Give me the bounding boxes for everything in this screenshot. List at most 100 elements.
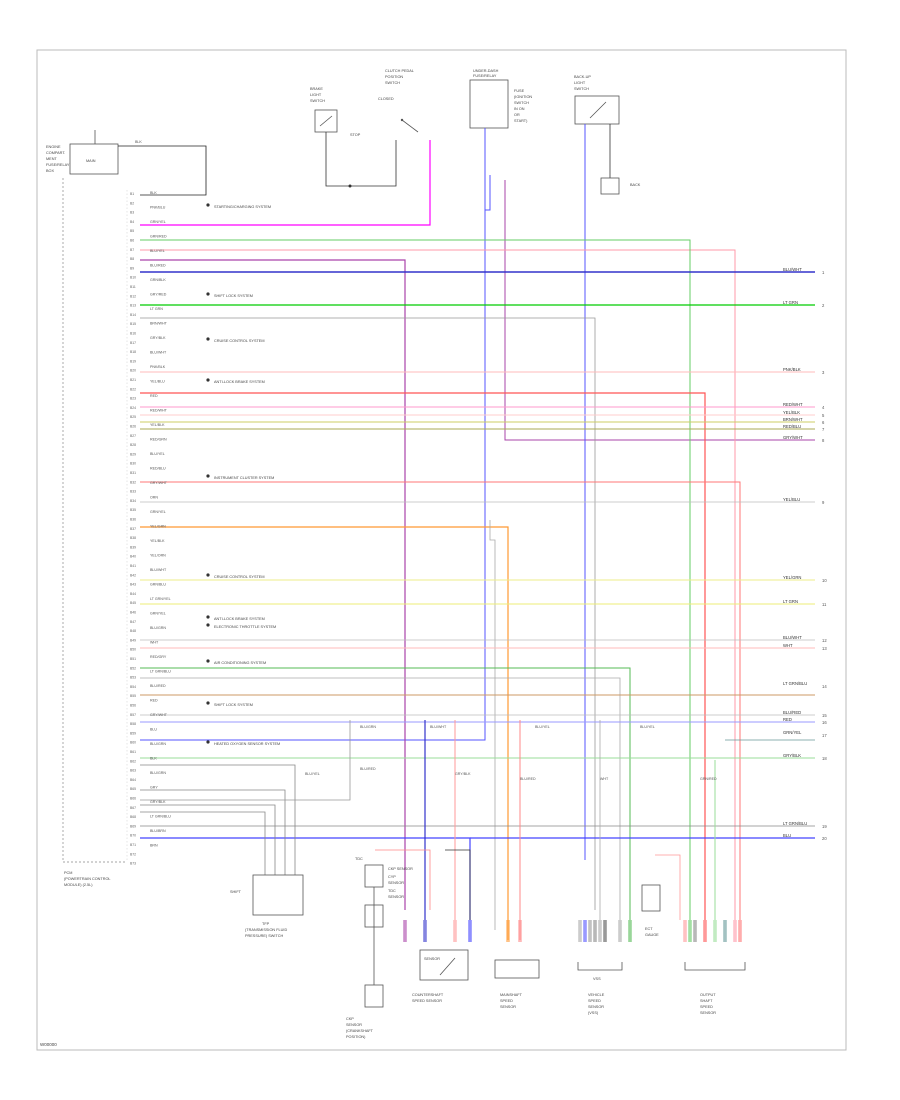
ecm-pin: B51 (130, 657, 136, 661)
ecm-pin: B29 (130, 452, 136, 456)
connector-stub (588, 920, 592, 942)
mainshaft-sensor: MAINSHAFT SPEED SENSOR (494, 959, 540, 1009)
ecm-label-3: MODULE) (2.5L) (64, 883, 93, 887)
connector-stub (598, 920, 602, 942)
ecm-pin: B40 (130, 555, 136, 559)
continuation-label: GRN/YEL (783, 730, 802, 735)
continuation-number: 5 (822, 413, 825, 418)
continuation-label: GRY/WHT (783, 435, 803, 440)
continuation-number: 16 (822, 720, 827, 725)
wire-color-label: BLU/RED (150, 264, 166, 268)
connector-stub (713, 920, 717, 942)
ecm-pin: B5 (130, 229, 134, 233)
ecm-pin: B15 (130, 322, 136, 326)
wire-drop-ect (655, 854, 681, 920)
wire-color-label: GRN/BLK (150, 278, 166, 282)
ect-gauge: ECT GAUGE (641, 884, 661, 937)
continuation-number: 18 (822, 756, 827, 761)
continuation-label: BLU/RED (783, 710, 801, 715)
continuation-number: 15 (822, 713, 827, 718)
system-ref-node (206, 740, 210, 744)
fuse-relay-box: UNDER-DASH FUSE/RELAY FUSE (IGNITION SWI… (140, 69, 815, 741)
connector-stub (506, 920, 510, 942)
ecm-pin: B69 (130, 824, 136, 828)
ckp-label-3: (CRANKSHAFT (346, 1029, 374, 1033)
system-ref-label: HEATED OXYGEN SENSOR SYSTEM (214, 742, 280, 746)
ecm-pin: B53 (130, 676, 136, 680)
ecm-pin: B2 (130, 201, 134, 205)
ecm-pin: B42 (130, 573, 136, 577)
continuation-label: RED/BLU (783, 424, 801, 429)
speed-sensor-label-3: SENSOR (588, 1005, 604, 1009)
ecm-pin: B58 (130, 722, 136, 726)
ecm-pin: B27 (130, 434, 136, 438)
clutch-wire-pink (140, 140, 431, 226)
ckp-side-5: SENSOR (388, 895, 404, 899)
wire-color-label: BLU/YEL (150, 452, 165, 456)
ecm-pin: B16 (130, 332, 136, 336)
continuation-number: 11 (822, 602, 827, 607)
ecm-pin: B11 (130, 285, 136, 289)
system-ref-label: STARTING/CHARGING SYSTEM (214, 205, 271, 209)
continuation-label: PNK/BLK (783, 367, 801, 372)
countershaft-sensor: SENSOR COUNTERSHAFT SPEED SENSOR (412, 949, 469, 1003)
wire-color-label: BRN/WHT (150, 322, 168, 326)
continuation-label: LT GRN/BLU (783, 681, 807, 686)
wire-color-label: GRY/RED (150, 293, 167, 297)
ckp-side-3: SENSOR (388, 881, 404, 885)
continuation-number: 1 (822, 270, 825, 275)
countershaft-body (419, 949, 469, 981)
wire-color-label: BLK (150, 191, 157, 195)
ecm-pin: B25 (130, 415, 136, 419)
ecm-main-relay (69, 143, 119, 175)
ckp-sensor-body-3 (364, 984, 384, 1008)
connector-stub (593, 920, 597, 942)
continuation-number: 13 (822, 646, 827, 651)
wire-color-label: GRN/YEL (150, 510, 166, 514)
wire-drop-green (140, 239, 691, 920)
ecm-wire-labels: BLKPNK/BLUGRN/YELGRN/REDBLU/YELBLU/REDGR… (150, 191, 171, 848)
bus-label: GRY/BLK (455, 772, 471, 776)
wire-color-label: GRY/WHT (150, 713, 168, 717)
ecm-pin: B14 (130, 313, 136, 317)
ecm-top-wire (118, 145, 207, 196)
ecm-pin: B37 (130, 527, 136, 531)
ecm-pin: B65 (130, 787, 136, 791)
system-ref-label: ANTI-LOCK BRAKE SYSTEM (214, 617, 265, 621)
wire-color-label: WHT (150, 641, 159, 645)
ecm-top-wire-label: BLK (135, 140, 142, 144)
wire-drop-sensor-b (445, 849, 471, 920)
ecm-pin: B8 (130, 257, 134, 261)
connector-stub (688, 920, 692, 942)
wire-color-label: LT GRN/BLU (150, 670, 171, 674)
continuation-number: 2 (822, 303, 825, 308)
system-ref-node (206, 623, 210, 627)
fuse-wire-purple (504, 180, 815, 441)
ecm-pin: B6 (130, 239, 134, 243)
continuation-label: BLU (783, 833, 791, 838)
ckp-sensor: TDC CKP SENSOR CYP SENSOR TDC SENSOR CKP… (346, 857, 413, 1039)
wire-color-label: BLU/GRN (150, 742, 166, 746)
ecm-pin: B38 (130, 536, 136, 540)
wire-drop-pink (140, 249, 736, 920)
fuse-note-6: START) (514, 119, 528, 123)
wire-color-label: BRN (150, 844, 158, 848)
continuation-number: 10 (822, 578, 827, 583)
output-sensor-label-2: SHAFT (700, 999, 713, 1003)
mainshaft-label-1: MAINSHAFT (500, 993, 523, 997)
ecm-pin: B49 (130, 638, 136, 642)
wire-color-label: BLU/RED (150, 684, 166, 688)
connector-stub (693, 920, 697, 942)
mainshaft-label-2: SPEED (500, 999, 513, 1003)
continuation-label: RED/WHT (783, 402, 803, 407)
clutch-switch-contact (401, 119, 419, 133)
wire-color-label: LT GRN/BLU (150, 815, 171, 819)
ecm-pin: B56 (130, 704, 136, 708)
continuation-label: BLU/WHT (783, 635, 802, 640)
ecm-pin: B63 (130, 769, 136, 773)
wire-color-label: GRN/RED (150, 235, 167, 239)
ckp-label-1: CKP (346, 1017, 354, 1021)
